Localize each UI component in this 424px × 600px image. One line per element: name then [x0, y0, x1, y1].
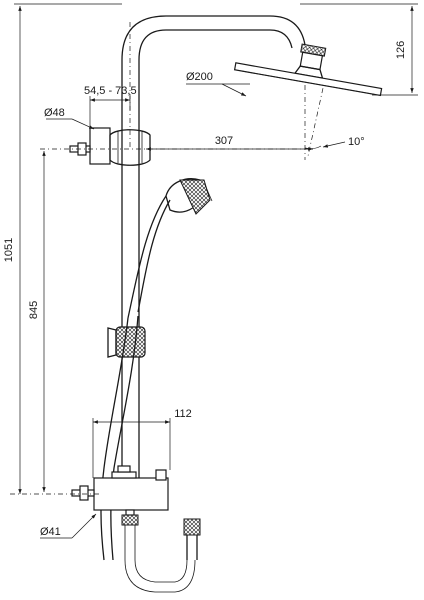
flexible-hose — [100, 315, 139, 561]
arm-reach-label: 307 — [215, 135, 233, 147]
riser-pipe — [121, 15, 306, 490]
total-height-label: 1051 — [3, 238, 15, 262]
dimension-total-height: 1051 — [3, 3, 122, 494]
dimension-arm-reach: 307 — [146, 135, 313, 151]
dimension-bracket-diameter: Ø48 — [44, 107, 95, 130]
valve-diameter-label: Ø41 — [40, 526, 61, 538]
wall-bracket — [69, 127, 151, 166]
centre-lines — [10, 22, 324, 495]
shower-head — [233, 43, 383, 97]
dimension-head-diameter: Ø200 — [186, 71, 250, 97]
dimension-valve-diameter: Ø41 — [40, 513, 97, 539]
dimension-bracket-offset: 54,5 - 73,5 — [84, 85, 137, 128]
hose-connector — [183, 518, 201, 560]
mixer-valve — [71, 465, 169, 526]
dimension-bracket-height: 845 — [28, 151, 46, 492]
outlet-pipe — [124, 525, 196, 593]
dimension-valve-projection: 112 — [92, 408, 192, 478]
head-diameter-label: Ø200 — [186, 71, 213, 83]
head-tilt-label: 10° — [348, 136, 365, 148]
valve-projection-label: 112 — [174, 408, 192, 420]
dimension-head-drop: 126 — [300, 3, 418, 96]
head-drop-label: 126 — [395, 41, 407, 59]
bracket-height-label: 845 — [28, 301, 40, 319]
bracket-diameter-label: Ø48 — [44, 107, 65, 119]
dimension-head-tilt: 10° — [304, 136, 365, 150]
hand-shower — [127, 178, 213, 319]
bracket-offset-label: 54,5 - 73,5 — [84, 85, 137, 97]
